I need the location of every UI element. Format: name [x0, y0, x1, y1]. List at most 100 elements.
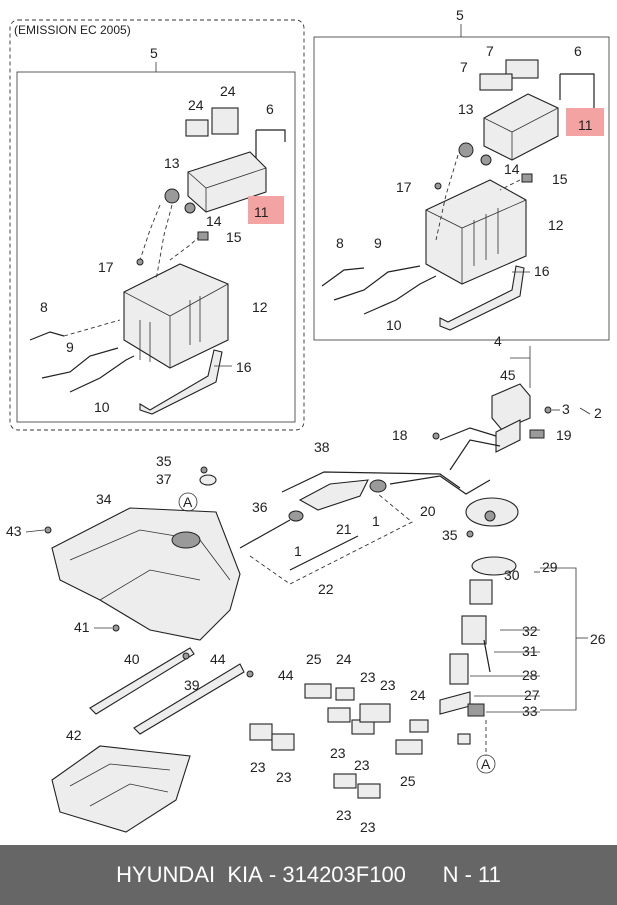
callout-32: 32	[522, 623, 538, 639]
canister-11-left	[187, 151, 267, 213]
callout-45: 45	[500, 367, 516, 383]
callout-29: 29	[542, 559, 558, 575]
footer-ref: N - 11	[442, 862, 501, 887]
callout-44-left: 44	[210, 651, 226, 667]
callout-39: 39	[184, 677, 200, 693]
pump-body	[469, 579, 493, 605]
seal-13-left	[164, 188, 180, 204]
callout-24-left-a: 24	[220, 83, 236, 99]
pad-group	[249, 683, 429, 799]
pad-23-c	[327, 707, 351, 723]
filler-cap-45	[491, 383, 531, 431]
tank-strap-40	[89, 647, 195, 715]
hose-10-left	[69, 355, 135, 393]
pump-flange-30	[471, 556, 517, 576]
callout-16-right: 16	[534, 263, 550, 279]
callout-27: 27	[524, 687, 540, 703]
clip-14-left	[184, 202, 196, 214]
pad-23-b	[271, 733, 295, 751]
callout-23-g: 23	[336, 807, 352, 823]
callout-19: 19	[556, 427, 572, 443]
screw-35-right	[466, 530, 474, 538]
callout-25-a: 25	[306, 651, 322, 667]
callout-12-left: 12	[252, 299, 268, 315]
clamp-19	[529, 429, 545, 439]
pad-23-a	[249, 723, 273, 741]
bolt-17-right	[434, 182, 442, 190]
callout-31: 31	[522, 643, 538, 659]
pad-23-e	[359, 703, 391, 723]
highlight-11-left	[248, 196, 284, 224]
clamp-1-right	[369, 479, 387, 493]
callout-A-top: A	[183, 494, 193, 510]
callout-A-top-circle	[178, 492, 198, 512]
callout-30: 30	[504, 567, 520, 583]
callout-43: 43	[6, 523, 22, 539]
pad-24-c	[335, 687, 355, 701]
filter-pad-7-right-b	[479, 73, 513, 91]
footer-brand: HYUNDAI KIA	[116, 862, 263, 887]
pad-25-b	[395, 739, 423, 755]
filler-pipe	[439, 427, 501, 471]
pad-24-d	[409, 719, 429, 733]
callout-3: 3	[562, 401, 570, 417]
callout-9-left: 9	[66, 339, 74, 355]
callout-9-right: 9	[374, 235, 382, 251]
bolt-44-left	[182, 652, 190, 660]
callout-17-right: 17	[396, 179, 412, 195]
filter-pad-7-right-a	[505, 59, 539, 79]
hose-10-right	[363, 275, 437, 315]
bracket-26	[540, 567, 577, 711]
callout-4: 4	[494, 333, 502, 349]
callout-7-right-a: 7	[486, 43, 494, 59]
filter-32	[461, 615, 487, 645]
callout-41: 41	[74, 619, 90, 635]
callout-23-c: 23	[330, 745, 346, 761]
nut-41	[112, 624, 120, 632]
callout-44-right: 44	[278, 667, 294, 683]
callout-36: 36	[252, 499, 268, 515]
sensor-31	[483, 639, 491, 673]
callout-21: 21	[336, 521, 352, 537]
tank-sender-port	[171, 531, 201, 549]
callout-12-right: 12	[548, 217, 564, 233]
footer-bar: HYUNDAI KIA - 314203F100 N - 11	[0, 845, 617, 905]
seal-13-right	[458, 142, 474, 158]
bolt-43	[44, 526, 52, 534]
callout-15-left: 15	[226, 229, 242, 245]
connector-plug	[457, 733, 471, 745]
callout-14-left: 14	[206, 213, 222, 229]
filter-pad-24-left-a	[211, 107, 239, 135]
tank-strap-39	[133, 663, 245, 735]
filter-pad-24-left-b	[185, 119, 209, 137]
bolt-18	[432, 432, 440, 440]
callout-23-a: 23	[360, 669, 376, 685]
bolt-17-left	[136, 258, 144, 266]
fuel-pump-group	[439, 556, 588, 756]
clamp-15-left	[197, 231, 209, 241]
callout-A-bottom-circle	[476, 754, 496, 774]
right-canister-group	[321, 59, 604, 331]
callout-26: 26	[590, 631, 606, 647]
callout-24-d: 24	[410, 687, 426, 703]
callout-35-left: 35	[156, 453, 172, 469]
callout-20: 20	[420, 503, 436, 519]
strainer-27	[439, 691, 471, 715]
pad-23-g	[357, 783, 381, 799]
callout-40: 40	[124, 651, 140, 667]
callout-35-right: 35	[442, 527, 458, 543]
callout-28: 28	[522, 667, 538, 683]
bolt-44-right	[246, 670, 254, 678]
callout-15-right: 15	[552, 171, 568, 187]
callout-5-left: 5	[150, 45, 158, 61]
fuel-tank-group	[44, 466, 254, 833]
callout-11-right: 11	[578, 117, 593, 133]
callout-2: 2	[594, 405, 602, 421]
hose-9-left	[41, 347, 119, 379]
emission-box-frame	[9, 19, 305, 431]
callout-8-right: 8	[336, 235, 344, 251]
parts-diagram: (EMISSION EC 2005)	[6, 7, 610, 835]
clip-14-right	[480, 154, 492, 166]
footer-separator: -	[262, 862, 283, 887]
callout-10-right: 10	[386, 317, 402, 333]
